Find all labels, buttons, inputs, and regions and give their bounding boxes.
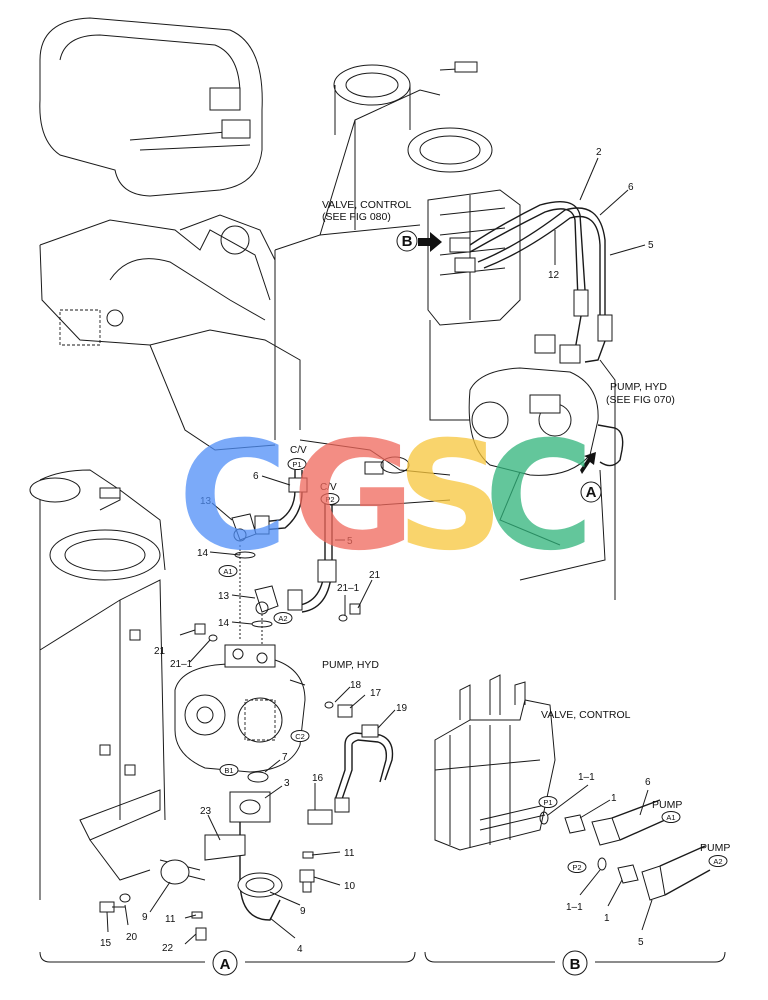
oval-b-a2: A2 <box>713 857 722 866</box>
oval-c2: C2 <box>295 732 305 741</box>
oval-p1: P1 <box>292 460 301 469</box>
label-see-fig-070: (SEE FIG 070) <box>606 394 675 406</box>
part-18: 18 <box>350 680 362 691</box>
control-valve-top <box>427 189 521 421</box>
part-11-lower: 11 <box>165 914 176 925</box>
watermark-letter-g: G <box>292 410 415 584</box>
view-brackets <box>39 951 726 963</box>
part-17: 17 <box>370 688 382 699</box>
view-b-fittings <box>539 799 711 901</box>
label-pump-1: PUMP <box>652 799 682 811</box>
view-a-arrow <box>580 452 596 474</box>
part-21-1-left: 21–1 <box>170 659 193 670</box>
lower-body <box>29 469 166 900</box>
oval-a2: A2 <box>278 614 287 623</box>
label-valve-control-top: VALVE, CONTROL <box>322 199 412 211</box>
marker-b-bottom: B <box>570 956 581 973</box>
callouts: VALVE, CONTROL (SEE FIG 080) PUMP, HYD (… <box>100 147 730 955</box>
boom-frame <box>39 214 301 451</box>
part-6-top: 6 <box>628 182 634 193</box>
pump-hyd-lower <box>174 644 306 773</box>
part-5-mid: 5 <box>347 536 353 547</box>
part-21-left: 21 <box>154 646 166 657</box>
label-cv-2: C/V <box>320 482 337 493</box>
oval-b-p1: P1 <box>543 798 552 807</box>
part-9-right: 9 <box>300 906 306 917</box>
part-1-upper: 1 <box>611 793 617 804</box>
part-21-1-right: 21–1 <box>337 583 360 594</box>
part-3: 3 <box>284 778 290 789</box>
part-16: 16 <box>312 773 324 784</box>
part-1-1-upper: 1–1 <box>578 772 595 783</box>
small-parts-left <box>194 603 361 783</box>
marker-b-top: B <box>402 233 413 250</box>
part-6-b: 6 <box>645 777 651 788</box>
oval-p2: P2 <box>325 495 334 504</box>
part-6-mid: 6 <box>253 471 259 482</box>
part-11-right: 11 <box>344 848 355 859</box>
part-22: 22 <box>162 943 174 954</box>
part-14-lower: 14 <box>218 618 230 629</box>
oval-b-p2: P2 <box>572 863 581 872</box>
label-cv-1: C/V <box>290 445 307 456</box>
frame-tower <box>274 61 493 440</box>
watermark-logo: C G S C <box>178 410 594 584</box>
watermark-letter-c2: C <box>484 410 594 584</box>
cv-hoses <box>254 470 337 613</box>
marker-a-bottom: A <box>220 956 231 973</box>
view-b-arrow <box>418 232 442 252</box>
oval-b1: B1 <box>224 766 233 775</box>
part-12: 12 <box>548 270 560 281</box>
watermark-letter-c1: C <box>178 410 288 584</box>
bolts-lower <box>99 851 315 941</box>
label-see-fig-080: (SEE FIG 080) <box>322 211 391 223</box>
port-ovals: P1 P2 A1 A2 C2 B1 P1 P2 A1 A2 <box>218 458 728 873</box>
part-19: 19 <box>396 703 408 714</box>
label-valve-control-b: VALVE, CONTROL <box>541 709 631 721</box>
part-10: 10 <box>344 881 356 892</box>
part-7: 7 <box>282 752 288 763</box>
part-20: 20 <box>126 932 138 943</box>
label-pump-2: PUMP <box>700 842 730 854</box>
top-hoses <box>469 201 613 364</box>
marker-a-top: A <box>586 484 597 501</box>
part-4: 4 <box>297 944 303 955</box>
part-14-upper: 14 <box>197 548 209 559</box>
part-1-1-lower: 1–1 <box>566 902 583 913</box>
pump-hyd-top <box>468 359 624 600</box>
part-15: 15 <box>100 938 112 949</box>
suction-pipe <box>159 791 283 921</box>
part-5-top: 5 <box>648 240 654 251</box>
label-pump-hyd-right: PUMP, HYD <box>610 381 667 393</box>
part-9-left: 9 <box>142 912 148 923</box>
oval-a1: A1 <box>223 567 232 576</box>
hose-19 <box>307 724 394 825</box>
part-2: 2 <box>596 147 602 158</box>
view-markers: B A A B <box>212 230 602 976</box>
elbow-fittings <box>231 513 279 650</box>
leader-lines <box>106 157 653 945</box>
watermark-letter-s: S <box>396 410 504 584</box>
part-23: 23 <box>200 806 212 817</box>
cab-illustration <box>39 17 263 197</box>
part-1-lower: 1 <box>604 913 610 924</box>
part-13-upper: 13 <box>200 496 212 507</box>
control-valve-b <box>434 674 556 851</box>
part-21-right: 21 <box>369 570 381 581</box>
label-pump-hyd-mid: PUMP, HYD <box>322 659 379 671</box>
mid-frame <box>299 439 451 506</box>
part-5-b: 5 <box>638 937 644 948</box>
part-13-lower: 13 <box>218 591 230 602</box>
oval-b-a1: A1 <box>666 813 675 822</box>
